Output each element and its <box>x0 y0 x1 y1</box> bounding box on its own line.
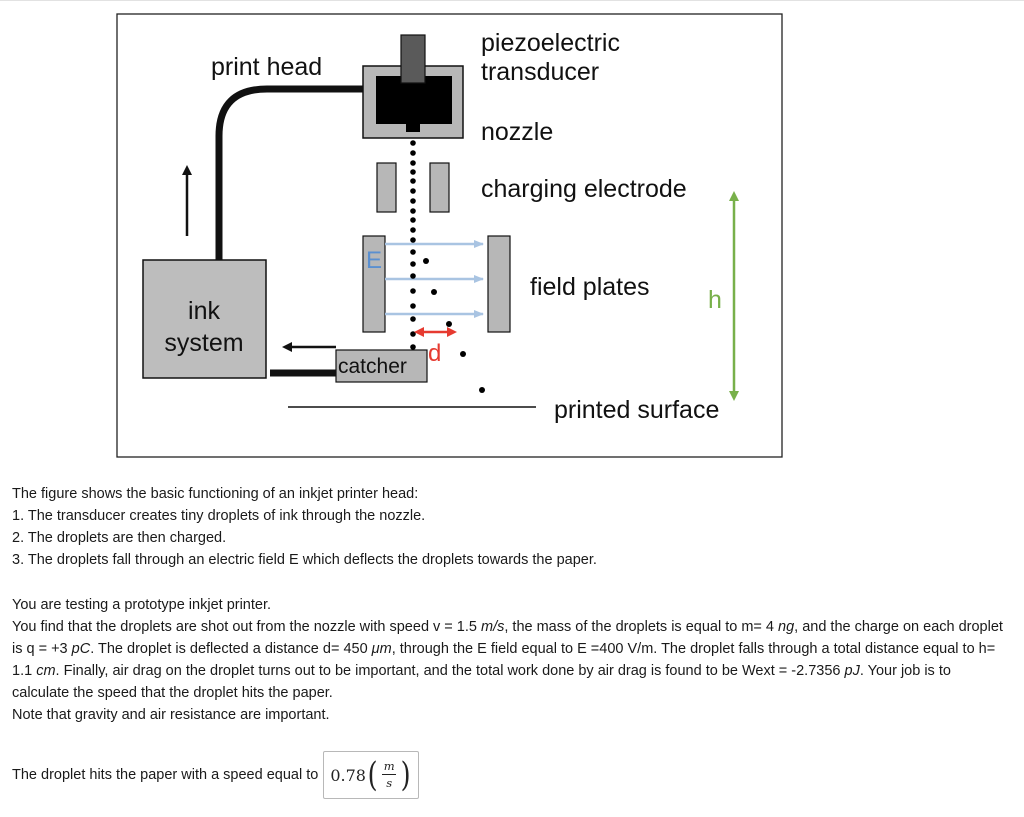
unit-denominator: s <box>386 776 393 790</box>
piezo-transducer <box>400 34 426 84</box>
ink-tube <box>215 85 372 264</box>
label-catcher: catcher <box>338 355 407 378</box>
step-1: 1. The transducer creates tiny droplets … <box>12 508 426 524</box>
paren-right: ) <box>400 755 411 795</box>
unit-charge: pC <box>71 641 91 657</box>
label-ink: ink <box>188 297 220 325</box>
label-field-plates: field plates <box>530 273 650 301</box>
label-print-head: print head <box>211 53 322 81</box>
figure-description: The figure shows the basic functioning o… <box>12 483 712 571</box>
unit-height: cm <box>36 663 56 679</box>
answer-row: The droplet hits the paper with a speed … <box>12 750 420 800</box>
label-system: system <box>164 329 243 357</box>
unit-work: pJ <box>844 663 860 679</box>
top-divider <box>0 0 1024 1</box>
problem-note: Note that gravity and air resistance are… <box>12 707 330 723</box>
inkjet-figure: print head piezoelectric transducer nozz… <box>12 6 887 481</box>
label-d: d <box>428 340 441 367</box>
unit-fraction: m s <box>382 759 397 790</box>
label-nozzle: nozzle <box>481 118 553 146</box>
unit-mass: ng <box>778 619 795 635</box>
intro-text: The figure shows the basic functioning o… <box>12 486 419 502</box>
label-piezo-line2: transducer <box>481 58 599 86</box>
fraction-bar <box>382 774 397 775</box>
unit-distance: μm <box>371 641 392 657</box>
field-plate-left <box>362 235 386 333</box>
inkjet-diagram: print head piezoelectric transducer nozz… <box>116 13 783 458</box>
step-3: 3. The droplets fall through an electric… <box>12 552 597 568</box>
step-2: 2. The droplets are then charged. <box>12 530 227 546</box>
unit-speed: m/s <box>481 619 505 635</box>
problem-body: You find that the droplets are shot out … <box>12 619 1003 701</box>
label-printed-surface: printed surface <box>554 396 719 424</box>
problem-intro: You are testing a prototype inkjet print… <box>12 597 272 613</box>
charging-electrode-left <box>376 162 397 213</box>
label-charging-electrode: charging electrode <box>481 175 687 203</box>
ink-system-box <box>142 259 267 379</box>
deflected-droplets <box>423 258 485 393</box>
label-h: h <box>708 286 722 314</box>
answer-prompt: The droplet hits the paper with a speed … <box>12 767 319 783</box>
charging-electrode-right <box>429 162 450 213</box>
answer-input[interactable]: 0.78 ( m s ) <box>323 751 420 799</box>
field-plate-right <box>487 235 511 333</box>
nozzle-tip <box>406 124 420 132</box>
label-piezo-line1: piezoelectric <box>481 29 620 57</box>
catcher-block <box>335 349 428 383</box>
label-E: E <box>366 247 382 274</box>
paren-left: ( <box>367 755 378 795</box>
problem-statement: You are testing a prototype inkjet print… <box>12 594 1012 726</box>
print-head-chamber <box>376 76 452 124</box>
answer-value: 0.78 <box>330 765 366 785</box>
unit-numerator: m <box>383 759 395 773</box>
